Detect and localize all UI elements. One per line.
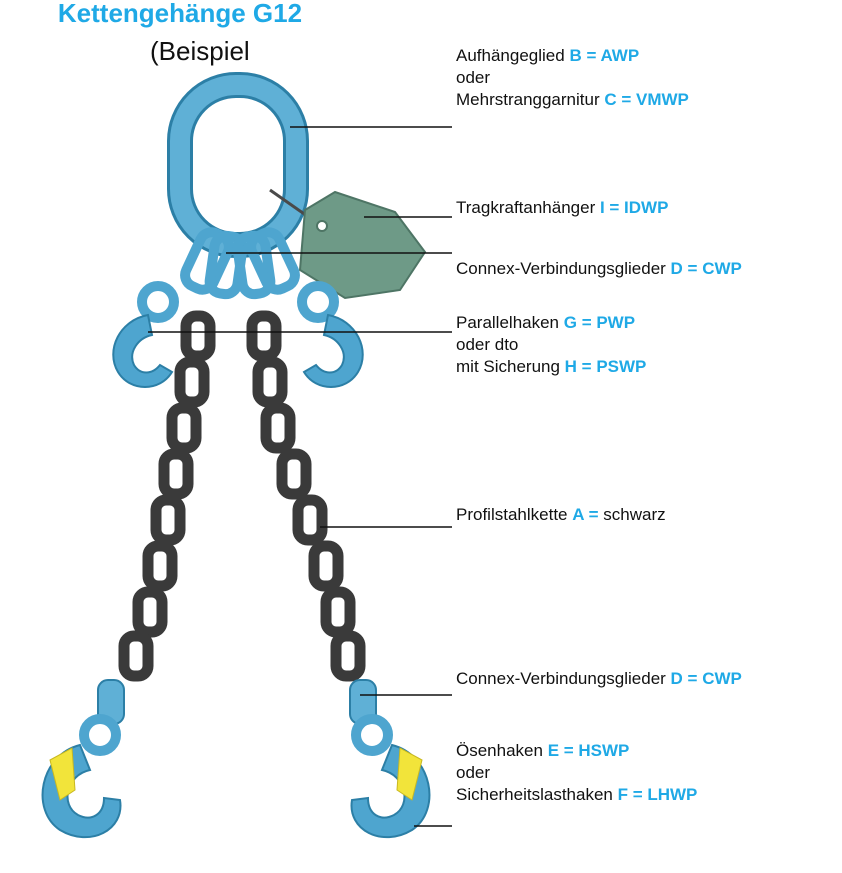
label-line: Profilstahlkette A = schwarz <box>456 504 666 526</box>
label-connex-top: Connex-Verbindungsglieder D = CWP <box>456 258 742 280</box>
label-master-link: Aufhängeglied B = AWP oder Mehrstranggar… <box>456 45 689 111</box>
master-link <box>180 85 320 245</box>
part-code: F = LHWP <box>618 785 698 804</box>
eye-hook-left <box>43 719 121 837</box>
label-load-tag: Tragkraftanhänger I = IDWP <box>456 197 668 219</box>
label-line: Tragkraftanhänger I = IDWP <box>456 197 668 219</box>
label-connex-bottom: Connex-Verbindungsglieder D = CWP <box>456 668 742 690</box>
label-line: oder <box>456 67 689 89</box>
connex-links-top <box>181 228 299 295</box>
label-parallel-hook: Parallelhaken G = PWP oder dto mit Siche… <box>456 312 646 378</box>
part-code: A = <box>572 505 598 524</box>
parallel-hook-left <box>113 286 174 387</box>
part-code: H = PSWP <box>565 357 647 376</box>
label-line: Connex-Verbindungsglieder D = CWP <box>456 668 742 690</box>
label-line: Parallelhaken G = PWP <box>456 312 646 334</box>
label-eye-hook: Ösenhaken E = HSWP oder Sicherheitslasth… <box>456 740 697 806</box>
part-code: B = AWP <box>569 46 639 65</box>
label-line: Connex-Verbindungsglieder D = CWP <box>456 258 742 280</box>
label-line: Ösenhaken E = HSWP <box>456 740 697 762</box>
label-chain: Profilstahlkette A = schwarz <box>456 504 666 526</box>
eye-hook-right <box>352 719 430 837</box>
part-code: D = CWP <box>671 669 742 688</box>
part-code: E = HSWP <box>548 741 630 760</box>
connex-links-bottom <box>98 680 376 724</box>
part-code: D = CWP <box>671 259 742 278</box>
part-code: G = PWP <box>564 313 635 332</box>
label-line: oder dto <box>456 334 646 356</box>
parallel-hook-right <box>302 286 363 387</box>
label-line: Mehrstranggarnitur C = VMWP <box>456 89 689 111</box>
part-code: C = VMWP <box>604 90 689 109</box>
label-line: Sicherheitslasthaken F = LHWP <box>456 784 697 806</box>
label-line: mit Sicherung H = PSWP <box>456 356 646 378</box>
label-line: Aufhängeglied B = AWP <box>456 45 689 67</box>
part-code: I = IDWP <box>600 198 668 217</box>
label-line: oder <box>456 762 697 784</box>
